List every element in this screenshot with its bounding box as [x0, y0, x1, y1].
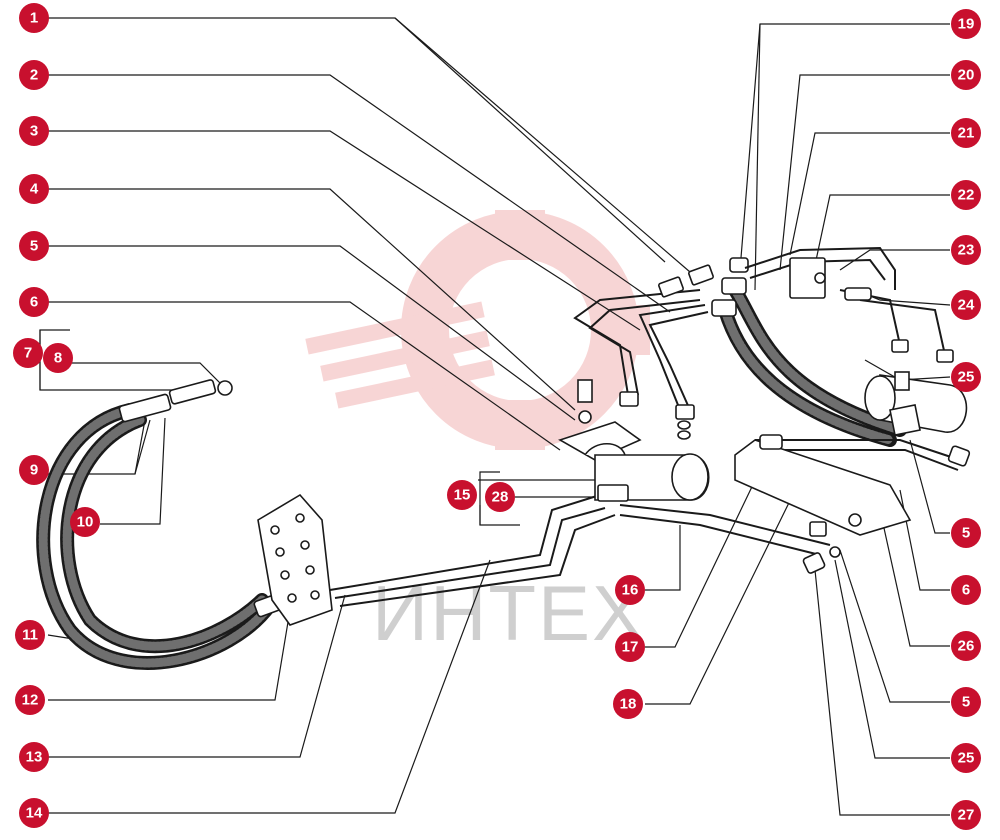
callout-20: 20: [951, 60, 981, 90]
svg-text:6: 6: [30, 294, 38, 311]
callout-5-right-lower: 5: [951, 687, 981, 717]
cylinder-right: [864, 371, 968, 436]
callout-14: 14: [19, 798, 49, 828]
svg-text:12: 12: [22, 692, 39, 709]
callout-10: 10: [70, 507, 100, 537]
callout-22: 22: [951, 180, 981, 210]
svg-text:20: 20: [958, 67, 975, 84]
callout-11: 11: [15, 620, 45, 650]
svg-text:2: 2: [30, 67, 38, 84]
svg-text:28: 28: [492, 489, 509, 506]
mounting-plate: [257, 493, 333, 626]
upper-right-lines: [744, 246, 954, 363]
svg-text:25: 25: [958, 750, 975, 767]
cylinder-center: [594, 453, 710, 502]
lower-right-bracket: [734, 434, 971, 574]
callout-23: 23: [951, 235, 981, 265]
svg-text:19: 19: [958, 16, 975, 33]
svg-text:5: 5: [30, 238, 38, 255]
svg-text:8: 8: [54, 350, 62, 367]
watermark-logo: [305, 210, 650, 450]
group-brackets: [39, 329, 500, 525]
svg-text:4: 4: [30, 181, 39, 198]
svg-text:1: 1: [30, 10, 38, 27]
callout-16: 16: [615, 575, 645, 605]
callout-6: 6: [19, 287, 49, 317]
callout-8: 8: [43, 343, 73, 373]
callout-3: 3: [19, 116, 49, 146]
svg-text:24: 24: [958, 297, 975, 314]
svg-text:23: 23: [958, 242, 975, 259]
svg-text:5: 5: [962, 694, 970, 711]
svg-text:17: 17: [622, 639, 639, 656]
callout-25-lower: 25: [951, 743, 981, 773]
svg-text:15: 15: [454, 487, 471, 504]
callout-13: 13: [19, 742, 49, 772]
svg-text:10: 10: [77, 514, 94, 531]
callout-26: 26: [951, 631, 981, 661]
watermark-text: ИНТЕХ: [372, 569, 646, 657]
callout-4: 4: [19, 174, 49, 204]
svg-text:14: 14: [26, 805, 43, 822]
callout-15: 15: [447, 480, 477, 510]
svg-text:3: 3: [30, 123, 38, 140]
svg-text:18: 18: [620, 696, 637, 713]
steel-lines-center: [329, 494, 831, 607]
svg-text:21: 21: [958, 125, 975, 142]
callout-19: 19: [951, 9, 981, 39]
svg-text:11: 11: [22, 627, 38, 644]
callout-6-right: 6: [951, 575, 981, 605]
callout-1: 1: [19, 3, 49, 33]
svg-text:16: 16: [622, 582, 639, 599]
callout-17: 17: [615, 632, 645, 662]
callout-5: 5: [19, 231, 49, 261]
callout-9: 9: [19, 455, 49, 485]
callout-2: 2: [19, 60, 49, 90]
svg-text:13: 13: [26, 749, 43, 766]
callout-24: 24: [951, 290, 981, 320]
svg-text:27: 27: [958, 807, 975, 824]
callout-21: 21: [951, 118, 981, 148]
callout-25-upper: 25: [951, 362, 981, 392]
svg-text:5: 5: [962, 525, 970, 542]
callout-28: 28: [485, 482, 515, 512]
callout-18: 18: [613, 689, 643, 719]
svg-text:22: 22: [958, 187, 975, 204]
svg-text:7: 7: [24, 345, 32, 362]
right-hose-assembly: [711, 257, 907, 447]
leader-lines: [39, 17, 951, 816]
svg-text:6: 6: [962, 582, 970, 599]
callout-7: 7: [13, 338, 43, 368]
callout-5-right-upper: 5: [951, 518, 981, 548]
svg-text:25: 25: [958, 369, 975, 386]
svg-text:26: 26: [958, 638, 975, 655]
callout-27: 27: [951, 800, 981, 830]
upper-steel-lines: [573, 264, 714, 420]
callout-12: 12: [15, 685, 45, 715]
svg-text:9: 9: [30, 462, 38, 479]
clamp-block: [558, 379, 691, 461]
